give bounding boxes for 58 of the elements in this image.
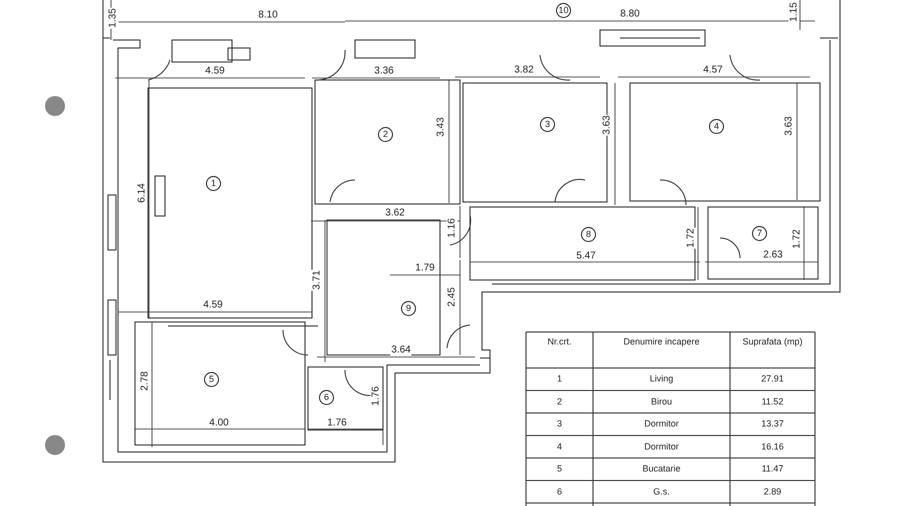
area-value: 11.52 — [762, 396, 784, 408]
dimension-label: 1.76 — [370, 385, 382, 407]
dimension-label: 3.64 — [390, 344, 412, 356]
dimension-label: 1.72 — [686, 227, 696, 249]
dimension-label: 6.14 — [136, 182, 148, 204]
dimension-label: 1.35 — [108, 7, 118, 29]
row-number: 2 — [557, 396, 562, 408]
dimension-label: 4.57 — [702, 64, 724, 76]
dimension-label: 4.00 — [208, 418, 230, 428]
dimension-label: 3.71 — [312, 269, 322, 291]
dimension-label: 5.47 — [575, 250, 597, 262]
room-name: Dormitor — [644, 441, 679, 452]
dimension-label: 3.82 — [513, 64, 535, 76]
row-number: 4 — [557, 441, 562, 452]
room-number: 5 — [204, 372, 219, 387]
room-number: 7 — [752, 226, 767, 241]
row-number: 3 — [557, 418, 562, 430]
room-name: Living — [650, 374, 674, 385]
room-number: 9 — [401, 301, 416, 316]
dimension-label: 1.72 — [792, 228, 802, 250]
area-value: 2.89 — [764, 486, 782, 498]
dimension-label: 2.63 — [762, 250, 784, 260]
dimension-label: 3.43 — [436, 116, 446, 138]
row-number: 1 — [557, 374, 562, 385]
room-number: 6 — [319, 390, 334, 405]
room-number: 4 — [709, 119, 724, 134]
room-name: Birou — [651, 396, 672, 408]
dimension-label: 4.59 — [202, 300, 224, 310]
room-name: G.s. — [653, 486, 670, 498]
column-header: Nr.crt. — [548, 336, 572, 348]
row-number: 5 — [557, 464, 562, 475]
room-number: 1 — [206, 176, 221, 191]
room-name: Bucatarie — [642, 464, 681, 475]
dimension-label: 1.76 — [326, 418, 348, 428]
dimension-label: 1.79 — [414, 262, 436, 274]
dimension-label: 2.45 — [446, 286, 458, 308]
area-value: 11.47 — [762, 464, 784, 475]
dimension-label: 3.63 — [784, 115, 794, 137]
dimension-label: 8.80 — [619, 8, 641, 20]
area-value: 27.91 — [761, 374, 784, 385]
area-value: 16.16 — [761, 441, 784, 452]
column-header: Suprafata (mp) — [742, 336, 803, 348]
dimension-label: 8.10 — [257, 10, 279, 20]
room-number: 3 — [540, 117, 555, 132]
row-number: 6 — [557, 486, 562, 498]
dimension-label: 1.15 — [788, 1, 800, 23]
room-name: Dormitor — [644, 418, 679, 430]
dimension-label: 4.59 — [204, 66, 226, 76]
column-header: Denumire incapere — [623, 336, 700, 348]
dimension-label: 1.16 — [446, 217, 458, 239]
room-number: 10 — [556, 3, 571, 18]
dimension-label: 3.63 — [602, 114, 612, 136]
dimension-label: 3.36 — [373, 66, 395, 76]
dimension-label: 2.78 — [140, 370, 150, 392]
room-number: 8 — [581, 227, 596, 242]
area-value: 13.37 — [761, 418, 784, 430]
room-number: 2 — [378, 127, 393, 142]
dimension-label: 3.62 — [384, 208, 406, 218]
